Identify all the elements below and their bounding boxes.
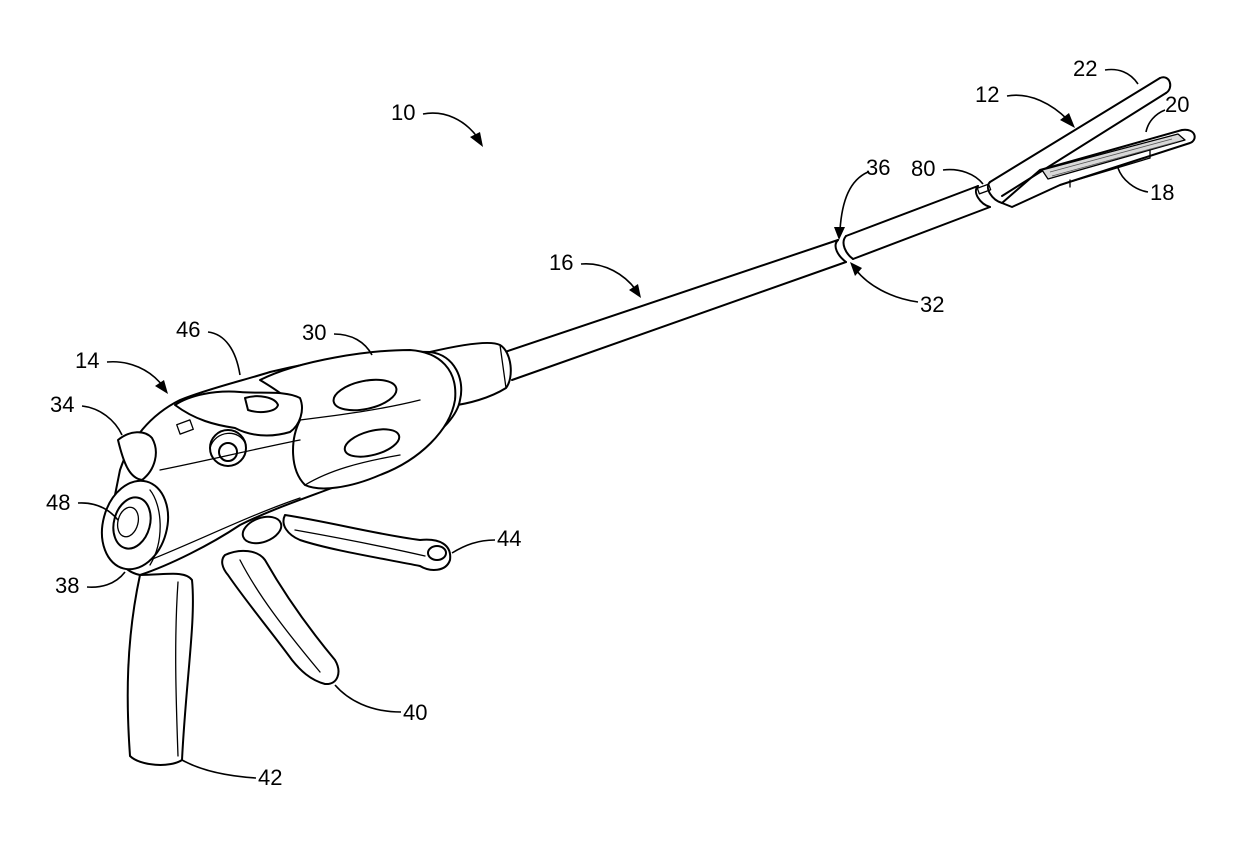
label-22: 22 [1073,56,1097,81]
shaft [505,182,1002,380]
firing-trigger [222,551,338,684]
label-36: 36 [866,155,890,180]
label-10: 10 [391,100,415,125]
label-40: 40 [403,700,427,725]
label-14: 14 [75,348,99,373]
label-38: 38 [55,573,79,598]
label-20: 20 [1165,92,1189,117]
label-12: 12 [975,82,999,107]
label-48: 48 [46,490,70,515]
label-44: 44 [497,526,521,551]
label-34: 34 [50,392,74,417]
label-32: 32 [920,292,944,317]
label-18: 18 [1150,180,1174,205]
closure-trigger [283,515,450,570]
label-30: 30 [302,320,326,345]
label-42: 42 [258,765,282,790]
label-80: 80 [911,156,935,181]
pistol-grip [128,574,193,765]
label-46: 46 [176,317,200,342]
label-16: 16 [549,250,573,275]
